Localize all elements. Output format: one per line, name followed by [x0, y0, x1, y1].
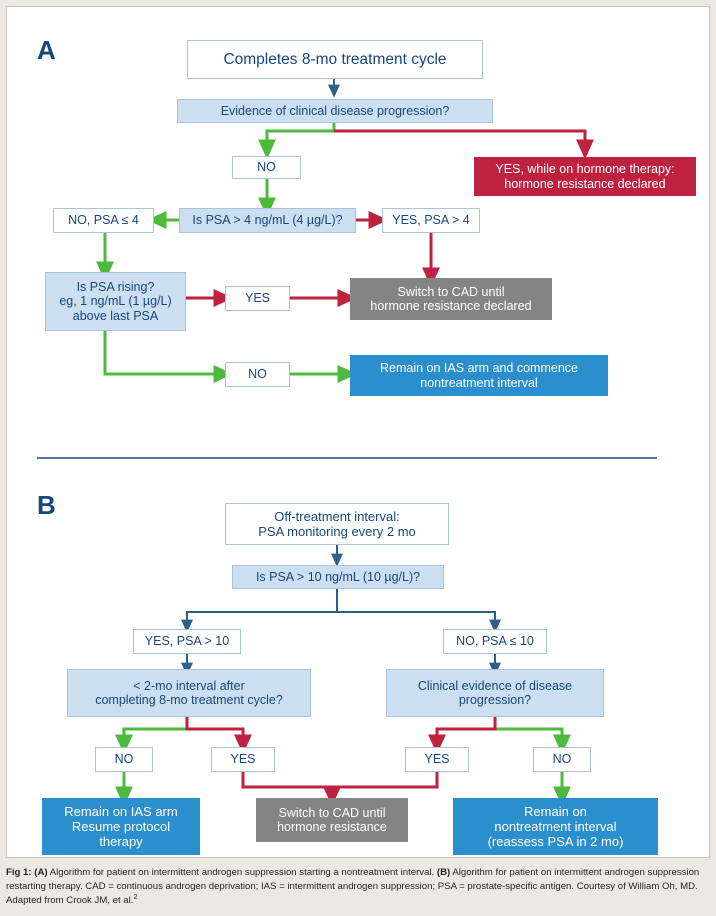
- node-a-q-psa4: Is PSA > 4 ng/mL (4 µg/L)?: [179, 208, 356, 233]
- node-a-no-progression: NO: [232, 156, 301, 179]
- node-a-remain-ias: Remain on IAS arm and commence nontreatm…: [350, 355, 608, 396]
- node-a-q-rising: Is PSA rising? eg, 1 ng/mL (1 µg/L) abov…: [45, 272, 186, 331]
- node-a-yes-psa4: YES, PSA > 4: [382, 208, 480, 233]
- node-a-yes-hormone: YES, while on hormone therapy: hormone r…: [474, 157, 696, 196]
- node-b-remain-nontreatment: Remain on nontreatment interval (reasses…: [453, 798, 658, 855]
- panel-a: A: [7, 7, 711, 859]
- node-b-q-psa10: Is PSA > 10 ng/mL (10 µg/L)?: [232, 565, 444, 589]
- node-a-rising-yes: YES: [225, 286, 290, 311]
- node-b-interval-yes: YES: [211, 747, 275, 772]
- node-a-rising-no: NO: [225, 362, 290, 387]
- node-b-clinical-yes: YES: [405, 747, 469, 772]
- node-b-q-clinical: Clinical evidence of disease progression…: [386, 669, 604, 717]
- node-a-q-progression: Evidence of clinical disease progression…: [177, 99, 493, 123]
- caption-fig-label: Fig 1:: [6, 867, 32, 878]
- node-b-no-psa10: NO, PSA ≤ 10: [443, 629, 547, 654]
- caption-b-text: Algorithm for patient on intermittent an…: [6, 867, 700, 907]
- node-a-switch-cad: Switch to CAD until hormone resistance d…: [350, 278, 552, 320]
- node-a-start: Completes 8-mo treatment cycle: [187, 40, 483, 79]
- node-b-interval-no: NO: [95, 747, 153, 772]
- node-b-remain-resume: Remain on IAS arm Resume protocol therap…: [42, 798, 200, 855]
- panel-a-label: A: [37, 35, 56, 65]
- caption-b-tag: (B): [436, 867, 451, 878]
- panel-divider: [37, 457, 657, 459]
- caption-a-text: Algorithm for patient on intermittent an…: [47, 867, 437, 878]
- panel-b: B: [7, 7, 711, 859]
- caption-a-tag: (A): [34, 867, 48, 878]
- node-b-switch-cad: Switch to CAD until hormone resistance: [256, 798, 408, 842]
- node-a-no-psa4: NO, PSA ≤ 4: [53, 208, 154, 233]
- panel-b-label: B: [37, 490, 56, 520]
- node-b-start: Off-treatment interval: PSA monitoring e…: [225, 503, 449, 545]
- figure-caption: Fig 1: (A) Algorithm for patient on inte…: [6, 866, 710, 908]
- caption-reference-marker: 2: [133, 894, 138, 902]
- figure-card: A: [6, 6, 710, 858]
- node-b-clinical-no: NO: [533, 747, 591, 772]
- node-b-q-interval: < 2-mo interval after completing 8-mo tr…: [67, 669, 311, 717]
- panel-b-edges: [114, 544, 571, 807]
- node-b-yes-psa10: YES, PSA > 10: [133, 629, 241, 654]
